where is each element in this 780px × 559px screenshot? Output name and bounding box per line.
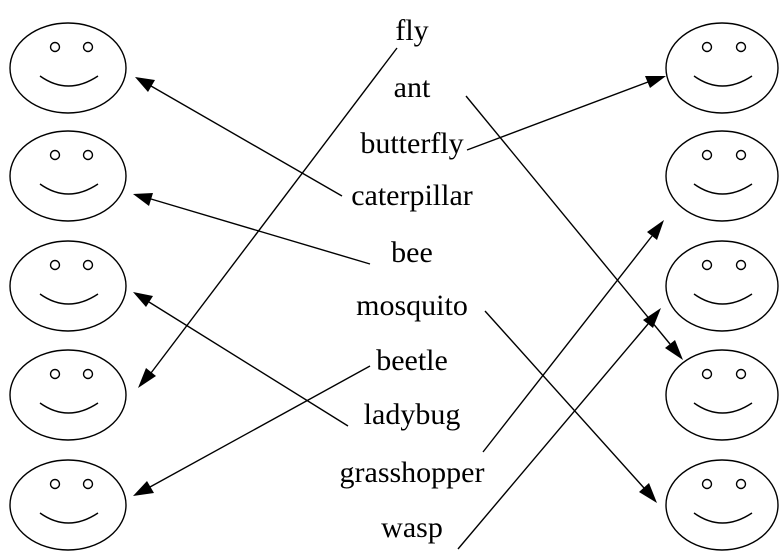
left-eye [701, 41, 713, 53]
link-grasshopper [482, 220, 664, 453]
right-eye [735, 368, 747, 380]
left-eye [701, 478, 713, 490]
right-face-3 [665, 240, 779, 332]
face-outline [665, 459, 779, 551]
left-eye [49, 41, 61, 53]
connector-line [150, 198, 371, 265]
face-outline [665, 240, 779, 332]
right-eye [82, 259, 94, 271]
face-outline [9, 130, 127, 222]
arrowhead [643, 308, 661, 328]
face-outline [9, 349, 127, 441]
smile-mouth [693, 512, 753, 524]
right-face-2 [665, 130, 779, 222]
arrowhead [647, 220, 664, 240]
connector-line [149, 365, 371, 488]
connector-line [457, 323, 649, 550]
smile-mouth [693, 75, 753, 87]
smile-mouth [693, 183, 753, 195]
right-eye [82, 149, 94, 161]
word-beetle: beetle [376, 344, 448, 377]
link-fly [138, 47, 398, 388]
left-eye [701, 259, 713, 271]
word-ladybug: ladybug [364, 398, 461, 431]
left-eye [49, 259, 61, 271]
smile-mouth [693, 293, 753, 305]
word-butterfly: butterfly [360, 127, 463, 160]
right-eye [735, 478, 747, 490]
smile-mouth [693, 402, 753, 414]
word-wasp: wasp [381, 511, 443, 544]
link-bee [133, 193, 371, 265]
word-caterpillar: caterpillar [351, 179, 473, 212]
smile-mouth [39, 183, 99, 195]
left-face-5 [9, 459, 127, 551]
arrowhead [133, 481, 154, 496]
face-outline [665, 130, 779, 222]
arrowhead [133, 193, 153, 206]
link-caterpillar [135, 77, 343, 197]
face-outline [665, 22, 779, 114]
smile-mouth [39, 293, 99, 305]
right-face-4 [665, 349, 779, 441]
right-eye [82, 478, 94, 490]
face-outline [9, 240, 127, 332]
connector-line [150, 47, 398, 374]
connector-line [148, 301, 349, 427]
right-face-5 [665, 459, 779, 551]
right-eye [82, 41, 94, 53]
smile-mouth [39, 512, 99, 524]
right-eye [82, 368, 94, 380]
left-face-2 [9, 130, 127, 222]
connector-line [482, 235, 653, 453]
smile-mouth [39, 75, 99, 87]
arrowhead [645, 76, 666, 88]
word-fly: fly [395, 14, 428, 47]
link-butterfly [466, 76, 666, 151]
link-ladybug [133, 292, 349, 427]
connector-line [466, 81, 649, 151]
arrowhead [133, 292, 153, 307]
right-face-1 [665, 22, 779, 114]
arrowhead [135, 77, 155, 92]
arrowhead [665, 340, 683, 360]
link-mosquito [484, 310, 657, 503]
word-grasshopper: grasshopper [340, 456, 485, 489]
face-outline [9, 459, 127, 551]
word-bee: bee [391, 236, 433, 269]
word-mosquito: mosquito [356, 289, 468, 322]
face-outline [665, 349, 779, 441]
smile-mouth [39, 402, 99, 414]
left-eye [49, 149, 61, 161]
link-wasp [457, 308, 661, 550]
left-eye [701, 368, 713, 380]
face-outline [9, 22, 127, 114]
arrowhead [639, 483, 657, 503]
arrowhead [138, 368, 156, 388]
word-ant: ant [394, 71, 431, 104]
right-eye [735, 149, 747, 161]
left-face-3 [9, 240, 127, 332]
link-beetle [133, 365, 371, 496]
right-eye [735, 259, 747, 271]
connector-line [465, 95, 671, 345]
left-eye [49, 368, 61, 380]
left-face-4 [9, 349, 127, 441]
right-eye [735, 41, 747, 53]
left-eye [701, 149, 713, 161]
left-eye [49, 478, 61, 490]
connector-line [150, 85, 343, 197]
connector-line [484, 310, 645, 489]
left-face-1 [9, 22, 127, 114]
